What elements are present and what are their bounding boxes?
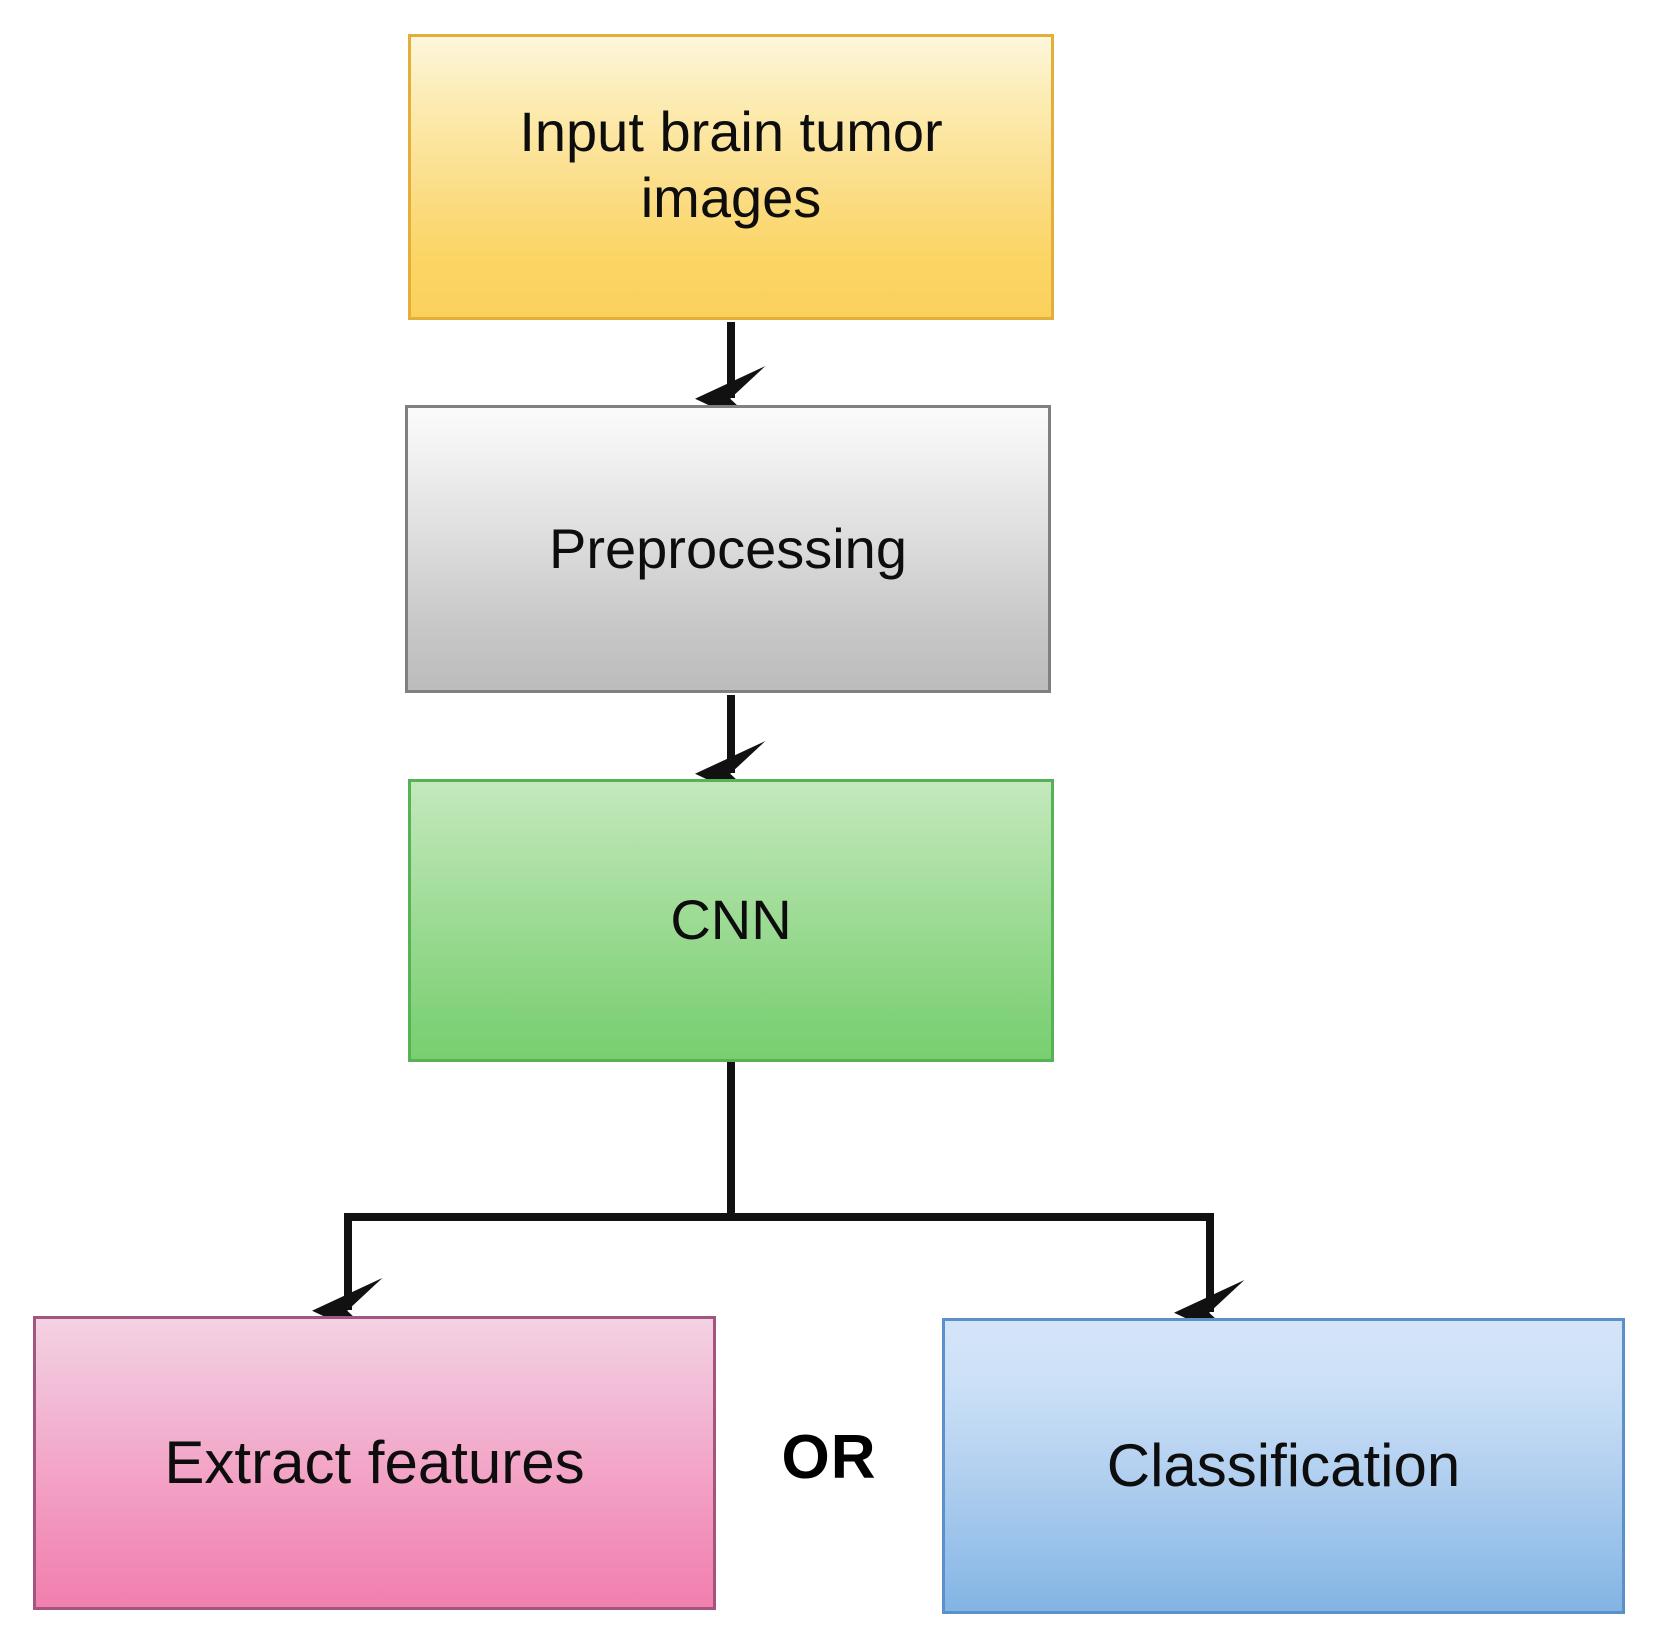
node-preprocessing-label: Preprocessing [549, 516, 907, 580]
node-extract-features: Extract features [33, 1316, 716, 1610]
node-cnn-label: CNN [670, 888, 792, 952]
node-cnn: CNN [408, 779, 1054, 1062]
node-extract-features-label: Extract features [164, 1428, 585, 1496]
node-input-label: Input brain tumor images [519, 99, 943, 229]
node-classification: Classification [942, 1318, 1625, 1614]
node-input-brain-tumor-images: Input brain tumor images [408, 34, 1054, 320]
node-classification-label: Classification [1106, 1431, 1461, 1499]
edge-cnn-split-bus [344, 1058, 1214, 1221]
branch-or-label: OR [781, 1422, 877, 1492]
node-preprocessing: Preprocessing [405, 405, 1051, 693]
